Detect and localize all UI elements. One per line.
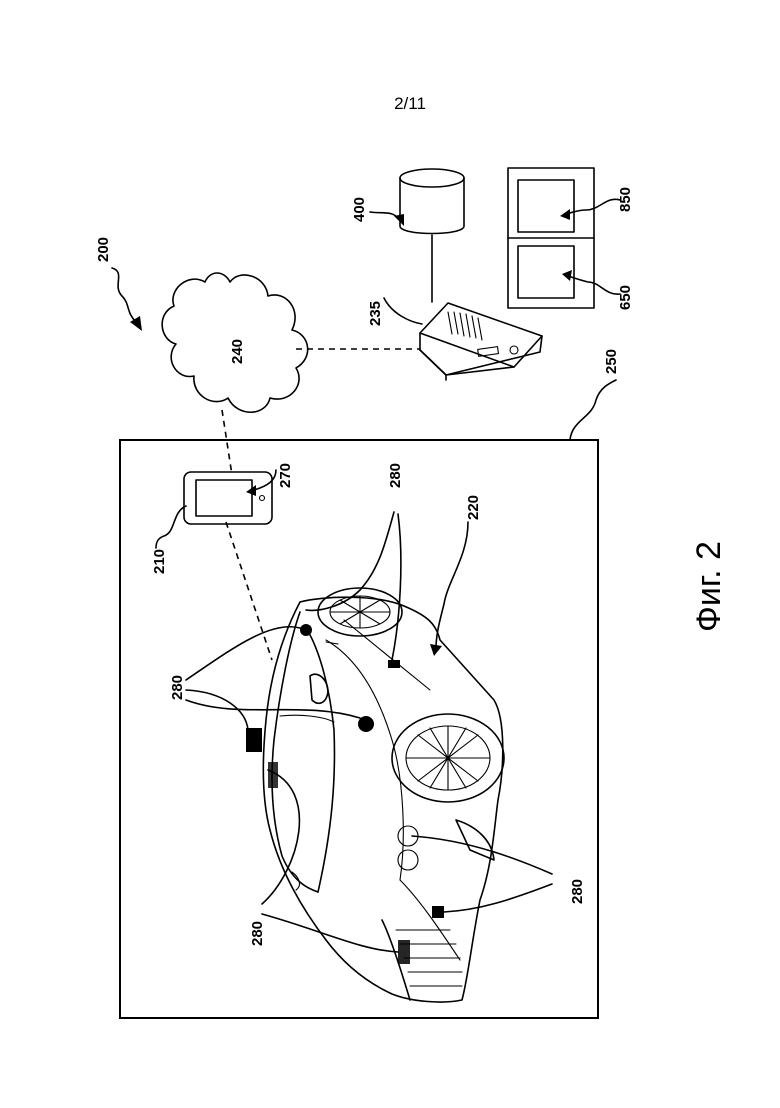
sensor-bumper [432,906,444,918]
sensor-leader-8 [306,512,394,610]
environment-frame [120,440,598,1018]
vehicle-fog-light-2 [398,850,418,870]
sensor-leader-9 [392,514,401,660]
sensor-leader-1 [186,627,300,680]
database-top [400,169,464,187]
server-leader [384,298,422,324]
sensor-side [388,660,400,668]
sensor-label-top-right: 280 [387,463,404,488]
display-a-label: 650 [617,285,634,310]
environment-label: 250 [603,349,620,374]
cloud-device-link [222,410,232,475]
sensor-label-bottom-right: 280 [569,879,586,904]
vehicle-leader [436,522,468,648]
display-b-arrowhead [560,209,570,220]
device-screen-label: 270 [277,463,294,488]
page-number: 2/11 [0,94,780,114]
server-label: 235 [367,301,384,326]
sensor-grille [398,940,410,964]
display-a-panel [518,246,574,298]
mobile-device-label: 210 [151,549,168,574]
sensor-rear [300,624,312,636]
sensor-label-bottom-left: 280 [249,921,266,946]
sensor-leader-7 [444,884,552,912]
vehicle [263,588,504,1002]
figure-caption: Фиг. 2 [690,541,728,632]
system-leader [112,268,136,322]
system-arrowhead [130,316,142,331]
mobile-device-screen [196,480,252,516]
vehicle-label: 220 [465,495,482,520]
system-label: 200 [95,237,112,262]
mobile-device-leader [156,506,186,548]
sensor-leader-3 [186,700,360,718]
vehicle-front-spokes [406,726,490,790]
database-arrowhead [394,214,404,226]
server-left-face [420,333,514,375]
database-label: 400 [351,197,368,222]
sensor-roof [246,728,262,752]
server-vents [448,312,482,340]
device-screen-arrowhead [246,485,256,496]
environment-leader [570,380,616,440]
vehicle-headlight [456,820,494,860]
sensor-label-top-left: 280 [169,675,186,700]
server-power-button [510,346,518,354]
mobile-device-button [260,496,265,501]
vehicle-pillar [280,715,334,722]
display-a-arrowhead [562,270,572,281]
vehicle-window-line [306,628,334,892]
display-b-panel [518,180,574,232]
display-b-label: 850 [617,187,634,212]
vehicle-arrowhead [430,644,442,656]
network-label: 240 [229,339,246,364]
server-edge [420,350,446,380]
sensor-leader-4 [262,770,299,904]
